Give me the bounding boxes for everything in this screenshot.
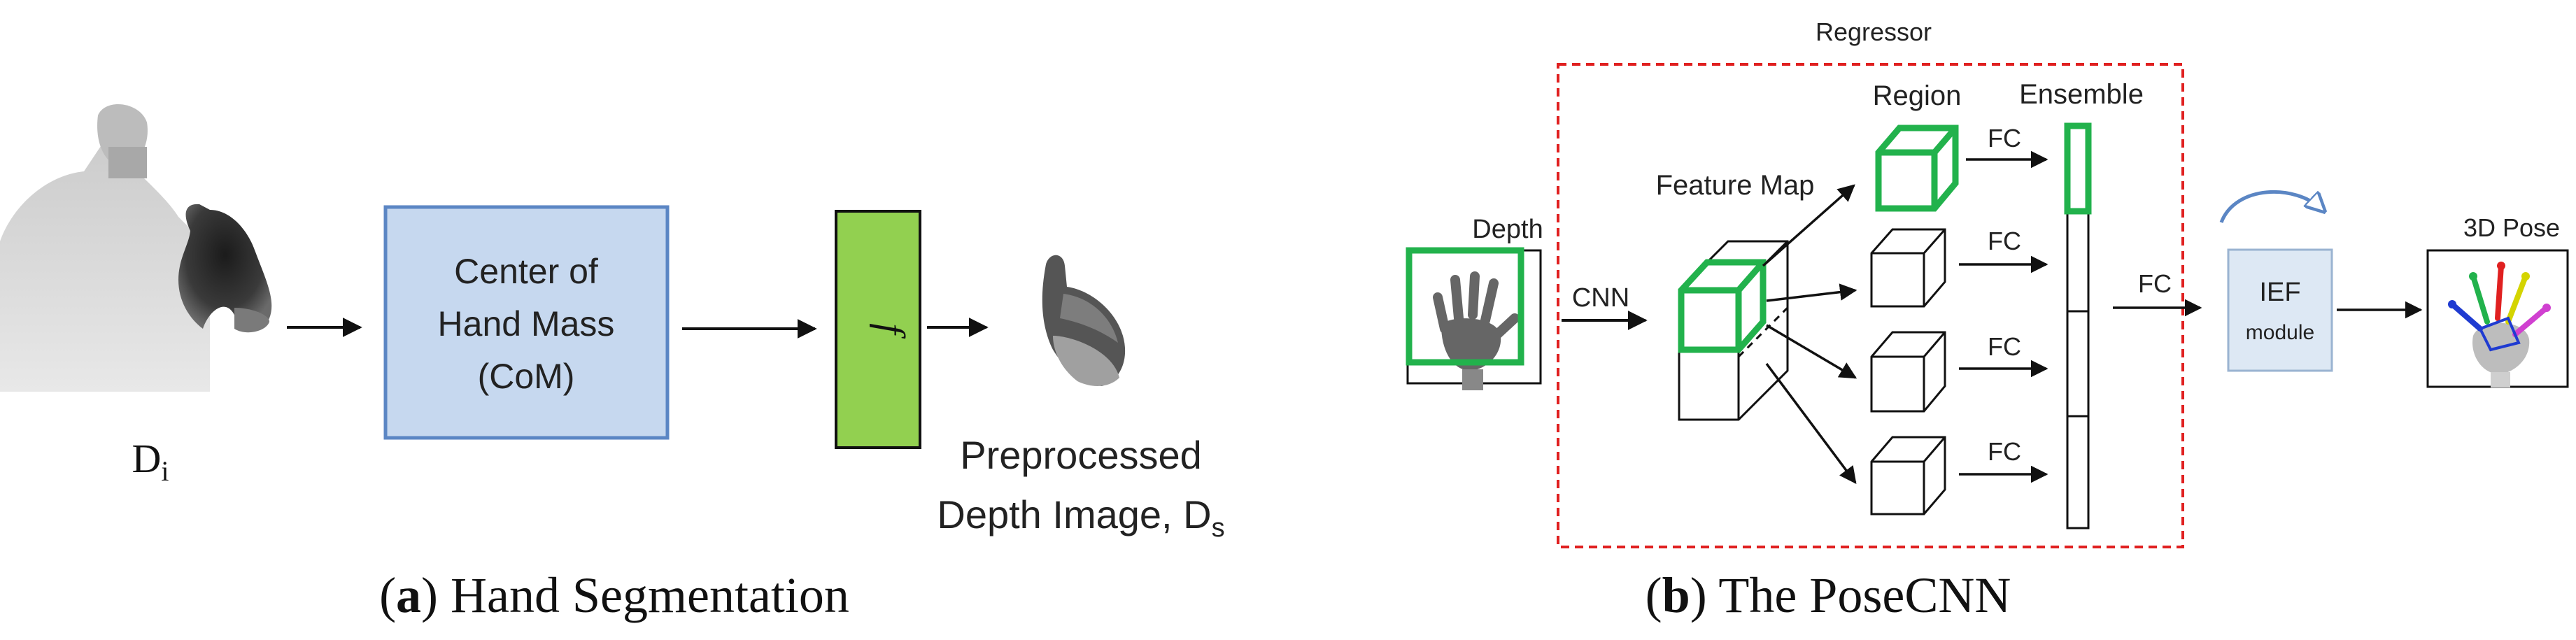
output-label-line2: Depth Image, Ds [937, 492, 1224, 543]
com-block [383, 205, 670, 440]
depth-label: Depth [1472, 215, 1543, 244]
com-block-line2: Hand Mass [438, 304, 615, 343]
regressor-box [1557, 63, 2184, 548]
cnn-label: CNN [1572, 283, 1629, 313]
depth-hand-image [1433, 271, 1520, 390]
fc-label-2: FC [1988, 227, 2021, 255]
ief-module [2227, 248, 2333, 372]
ensemble-vector [2066, 125, 2090, 529]
input-label: Di [132, 436, 169, 487]
depth-roi [1406, 247, 1524, 366]
feature-map-roi [1678, 259, 1767, 353]
ief-label: IEF [2259, 278, 2300, 307]
caption-b: (b) The PoseCNN [1646, 567, 2011, 623]
regressor-label: Regressor [1816, 17, 1932, 46]
output-label-line1: Preprocessed [960, 433, 1202, 477]
region-label: Region [1873, 80, 1962, 111]
region-cube-2 [1870, 228, 1946, 308]
pose-label: 3D Pose [2463, 213, 2560, 242]
com-block-line3: (CoM) [478, 357, 575, 396]
caption-a: (a) Hand Segmentation [379, 567, 849, 623]
region-cube-1 [1875, 125, 1959, 212]
ief-feedback-arrow [2219, 190, 2323, 223]
com-block-line1: Center of [454, 252, 598, 291]
input-depth-image [0, 104, 272, 392]
ief-module-label: module [2246, 321, 2314, 344]
fc-label-3: FC [1988, 332, 2021, 361]
pose-hand-image [2448, 262, 2551, 387]
region-cube-4 [1870, 436, 1946, 515]
region-cube-3 [1870, 331, 1946, 413]
output-depth-image [1042, 255, 1126, 386]
fc-label-1: FC [1988, 124, 2021, 152]
feature-map [1678, 240, 1789, 421]
f-block [835, 210, 921, 449]
ensemble-label: Ensemble [2019, 79, 2144, 110]
ensemble-segment-green [2064, 122, 2092, 215]
region-arrows [1762, 184, 1857, 484]
fc-out-label: FC [2138, 269, 2172, 298]
feature-map-label: Feature Map [1656, 170, 1815, 201]
panel-hand-segmentation: Di Center of Hand Mass (CoM) f Preproces… [0, 104, 1225, 623]
fc-arrows [1959, 150, 2048, 483]
fc-label-4: FC [1988, 437, 2021, 466]
panel-posecnn: Regressor Depth CNN Feature Map [1406, 17, 2569, 623]
